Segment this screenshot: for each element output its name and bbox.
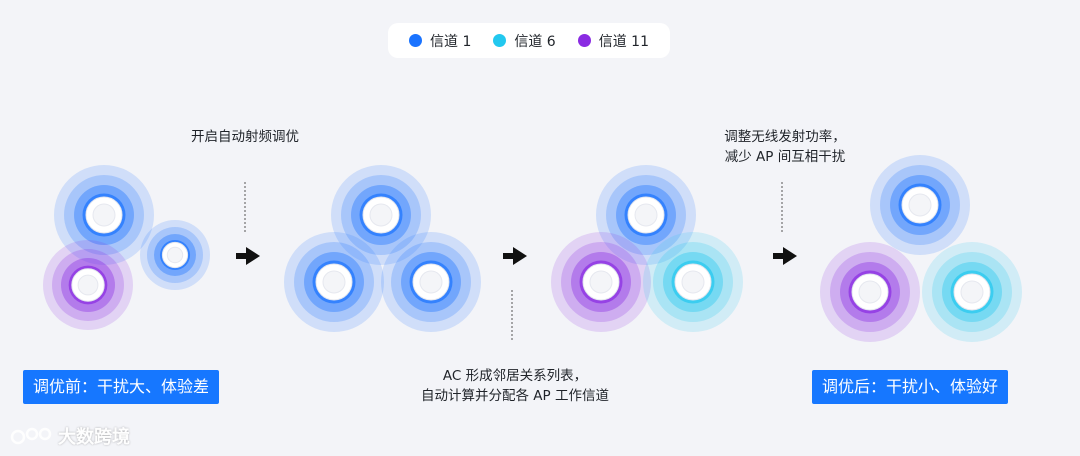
channel-1-swatch — [409, 34, 422, 47]
before-tag: 调优前：干扰大、体验差 — [23, 370, 220, 404]
channel-6-swatch — [493, 34, 507, 47]
ap-device-center — [960, 280, 984, 304]
step3-line2: 减少 AP 间互相干扰 — [724, 149, 846, 165]
ap-device-center — [589, 270, 613, 294]
arrow-right-icon — [236, 247, 260, 265]
access-point — [922, 242, 1022, 342]
access-point — [284, 232, 384, 332]
legend: 信道 1 信道 6 信道 11 — [388, 23, 670, 58]
legend-item-channel-6: 信道 6 — [493, 31, 556, 51]
ap-device-center — [419, 270, 443, 294]
step2-caption: AC 形成邻居关系列表， 自动计算并分配各 AP 工作信道 — [380, 366, 650, 406]
before-tag-label: 调优前：干扰大、体验差 — [33, 377, 210, 396]
access-point — [331, 165, 431, 265]
step1-text: 开启自动射频调优 — [191, 129, 299, 145]
legend-item-channel-1: 信道 1 — [409, 31, 471, 51]
step2-line1: AC 形成邻居关系列表， — [442, 368, 588, 384]
access-point — [596, 165, 696, 265]
access-point — [551, 232, 651, 332]
watermark-logo-icon — [10, 427, 52, 445]
access-point — [643, 232, 743, 332]
watermark-text: 大数跨境 — [58, 427, 130, 448]
arrow-right-icon — [773, 247, 797, 265]
access-point — [43, 240, 133, 330]
ap-device-center — [634, 203, 658, 227]
ap-device-center — [369, 203, 393, 227]
access-point — [381, 232, 481, 332]
legend-label: 信道 1 — [430, 33, 472, 50]
access-point — [140, 220, 210, 290]
legend-label: 信道 11 — [598, 33, 649, 50]
watermark: 大数跨境 — [10, 424, 130, 448]
channel-11-swatch — [577, 34, 591, 47]
access-point — [54, 165, 154, 265]
ap-device-center — [77, 274, 99, 296]
ap-device-center — [858, 280, 882, 304]
ap-device-center — [166, 246, 184, 264]
after-tag: 调优后：干扰小、体验好 — [812, 370, 1009, 404]
step1-caption: 开启自动射频调优 — [165, 127, 325, 147]
step2-line2: 自动计算并分配各 AP 工作信道 — [421, 388, 609, 404]
step3-caption: 调整无线发射功率， 减少 AP 间互相干扰 — [690, 127, 880, 167]
arrow-right-icon — [503, 247, 527, 265]
after-tag-label: 调优后：干扰小、体验好 — [822, 377, 999, 396]
ap-device-center — [681, 270, 705, 294]
legend-item-channel-11: 信道 11 — [577, 31, 649, 51]
access-point — [870, 155, 970, 255]
ap-device-center — [908, 193, 932, 217]
legend-label: 信道 6 — [514, 33, 556, 50]
step3-line1: 调整无线发射功率， — [724, 129, 846, 145]
access-point — [820, 242, 920, 342]
ap-device-center — [322, 270, 346, 294]
ap-device-center — [92, 203, 116, 227]
